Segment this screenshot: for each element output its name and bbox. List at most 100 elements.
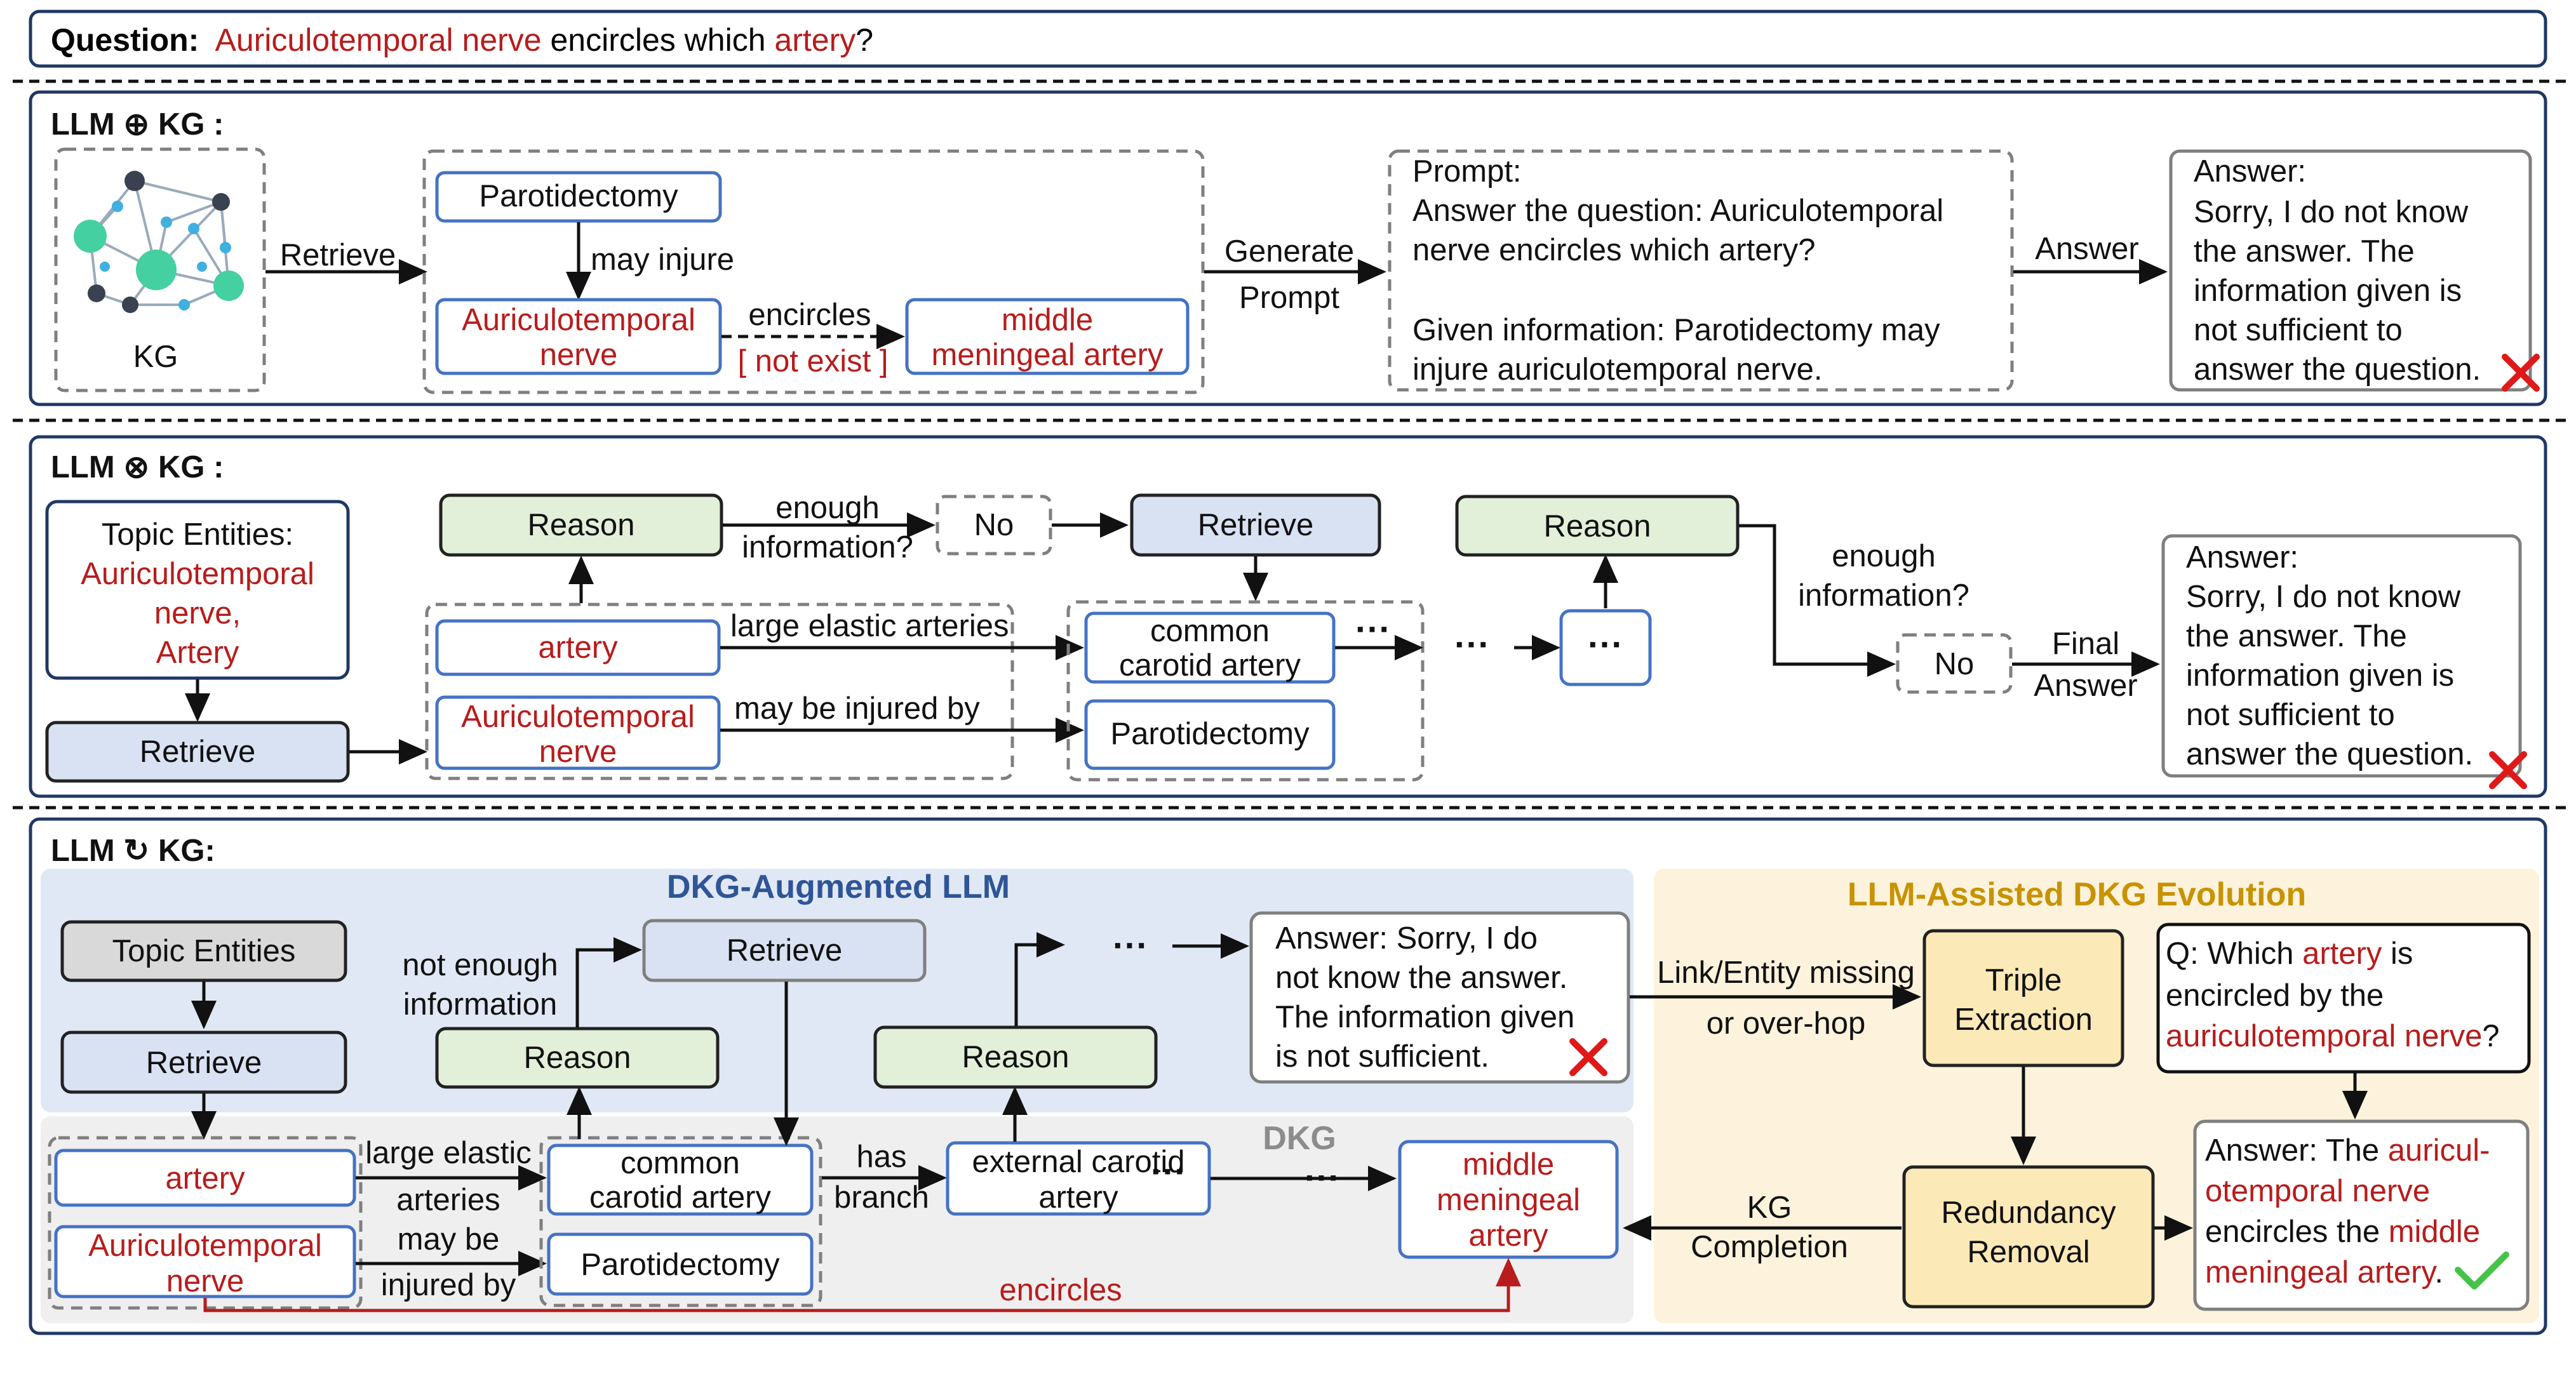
p2-enough-1a: enough	[775, 491, 880, 525]
panel-llm-cycle-kg: LLM ↻ KG: DKG-Augmented LLM DKG LLM-Assi…	[29, 817, 2547, 1335]
p2-retrieve-label: Retrieve	[140, 735, 255, 769]
cross-icon	[1569, 1038, 1607, 1076]
p3-node-middle-meningeal	[1398, 1140, 1619, 1259]
p3-retrieve-label-2: Retrieve	[727, 933, 842, 968]
answer-1-line-2: Sorry, I do not know	[2194, 195, 2469, 229]
p3-q-line-2: encircled by the	[2166, 978, 2384, 1013]
generate-label-1: Generate	[1224, 234, 1354, 269]
p2-node-auri-2: nerve	[539, 735, 617, 769]
panel-2-title: LLM ⊗ KG :	[51, 450, 224, 484]
answer-1-line-5: not sufficient to	[2194, 313, 2403, 347]
question-entity: Auriculotemporal nerve	[215, 22, 541, 58]
cross-icon	[2502, 354, 2540, 392]
kg-nodes	[74, 171, 244, 313]
answer-2-line-6: answer the question.	[2186, 737, 2473, 771]
p3-q-line-3: auriculotemporal nerve?	[2166, 1019, 2500, 1053]
answer-box-1	[2169, 149, 2532, 392]
p2-retrieve-box	[45, 721, 350, 783]
p3-q-is: is	[2382, 937, 2413, 971]
p2-node-parotidectomy	[1084, 699, 1336, 770]
p3-topic-box	[60, 920, 347, 982]
p3-redundancy-2: Removal	[1967, 1235, 2090, 1269]
p3-retrieve-box-2	[642, 919, 927, 982]
answer-1-line-3: the answer. The	[2194, 234, 2415, 269]
p3-triple-extraction-box	[1922, 929, 2124, 1067]
p3-triple-1: Triple	[1985, 963, 2062, 997]
subgraph-box	[422, 149, 1205, 394]
p3-encircles-red-arrow	[203, 1258, 1521, 1312]
retrieve-label: Retrieve	[280, 238, 396, 272]
prompt-line-3: nerve encircles which artery?	[1412, 233, 1816, 267]
p3-has-2: branch	[834, 1180, 929, 1215]
p3-reason-label-2: Reason	[962, 1040, 1070, 1074]
p2-no-label-1: No	[974, 508, 1014, 542]
p3-q-end: ?	[2482, 1019, 2499, 1053]
p2-no-box-2	[1896, 633, 2013, 694]
kg-label: KG	[133, 340, 178, 374]
p3-q-nerve: auriculotemporal nerve	[2166, 1019, 2482, 1053]
p2-reason-label-1: Reason	[528, 508, 635, 542]
node-parotidectomy	[435, 171, 722, 223]
topic-line-4: Artery	[156, 636, 239, 670]
cross-icon	[2489, 751, 2527, 789]
kg-box	[54, 147, 266, 392]
p2-reason2-to-no-arrow	[1739, 524, 1896, 677]
p3-large-1: large elastic	[365, 1136, 531, 1170]
p3-ans-end: .	[2434, 1255, 2443, 1290]
p2-final-label-2: Answer	[2034, 669, 2137, 703]
p3-node-mma-3: artery	[1468, 1218, 1548, 1253]
p2-reason-box-2	[1455, 495, 1740, 557]
p3-reason-label-1: Reason	[524, 1041, 631, 1075]
p3-ans-r3: middle	[2389, 1215, 2480, 1249]
question-bar	[29, 10, 2547, 68]
p3-ans-mid: encircles the	[2205, 1215, 2389, 1249]
p2-node-auri-1: Auriculotemporal	[461, 700, 695, 734]
p3-node-common-2: carotid artery	[589, 1180, 771, 1215]
p3-node-ext-2: artery	[1038, 1180, 1118, 1215]
topic-line-1: Topic Entities:	[102, 517, 293, 552]
p3-node-ext-1: external carotid	[972, 1145, 1184, 1179]
p3-reason-box-1	[435, 1027, 720, 1089]
node-auri-line1: Auriculotemporal	[462, 303, 695, 337]
p2-node-common-1: common	[1150, 614, 1270, 648]
p2-subgraph-box-1	[425, 603, 1014, 780]
p3-dots-1: ···	[1113, 925, 1148, 965]
encircles-label: encircles	[748, 298, 871, 332]
p2-node-common-carotid	[1084, 611, 1336, 684]
answer-2-line-5: not sufficient to	[2186, 698, 2395, 732]
p3-fail-line-3: The information given	[1275, 1000, 1574, 1034]
p3-encircles-label: encircles	[999, 1273, 1122, 1307]
panel-llm-plus-kg: LLM ⊕ KG : KG R	[29, 90, 2547, 406]
p2-reason-label-2: Reason	[1544, 509, 1651, 544]
p3-inj-2: injured by	[381, 1268, 516, 1302]
p3-topic-label: Topic Entities	[112, 934, 296, 968]
p3-node-auri	[54, 1225, 356, 1298]
p2-dots-box	[1559, 609, 1652, 686]
p2-node-auri	[435, 695, 721, 770]
p2-large-elastic-label: large elastic arteries	[730, 609, 1009, 643]
p3-node-auri-1: Auriculotemporal	[88, 1229, 322, 1263]
p2-node-paro-label: Parotidectomy	[1110, 717, 1310, 751]
p3-not-enough-2: information	[403, 987, 557, 1022]
question-text: Question: Auriculotemporal nerve encircl…	[51, 22, 873, 58]
p3-ans-line-3: encircles the middle	[2205, 1215, 2480, 1249]
answer-edge-label: Answer	[2035, 232, 2138, 266]
p2-dots-2: ···	[1454, 624, 1490, 664]
p3-retrieve-label-1: Retrieve	[146, 1046, 262, 1080]
p2-no-box-1	[936, 495, 1052, 556]
p3-ans-line-2: otemporal nerve	[2205, 1174, 2430, 1208]
p3-kgc-1: KG	[1747, 1191, 1792, 1225]
p3-node-external-carotid	[946, 1141, 1211, 1216]
prompt-line-2: Answer the question: Auriculotemporal	[1412, 194, 1943, 228]
prompt-line-6: injure auriculotemporal nerve.	[1412, 352, 1823, 387]
p3-redundancy-1: Redundancy	[1941, 1196, 2116, 1230]
p2-dots-3: ···	[1588, 624, 1623, 664]
answer-2-line-4: information given is	[2186, 658, 2454, 693]
node-mma-line2: meningeal artery	[932, 338, 1164, 372]
p3-node-parotidectomy	[547, 1232, 814, 1296]
p3-dots-2: ···	[1151, 1151, 1186, 1191]
p3-kgc-2: Completion	[1691, 1230, 1848, 1264]
answer-2-line-3: the answer. The	[2186, 619, 2407, 653]
p3-node-mma-1: middle	[1463, 1147, 1554, 1182]
may-injure-label: may injure	[591, 243, 734, 277]
